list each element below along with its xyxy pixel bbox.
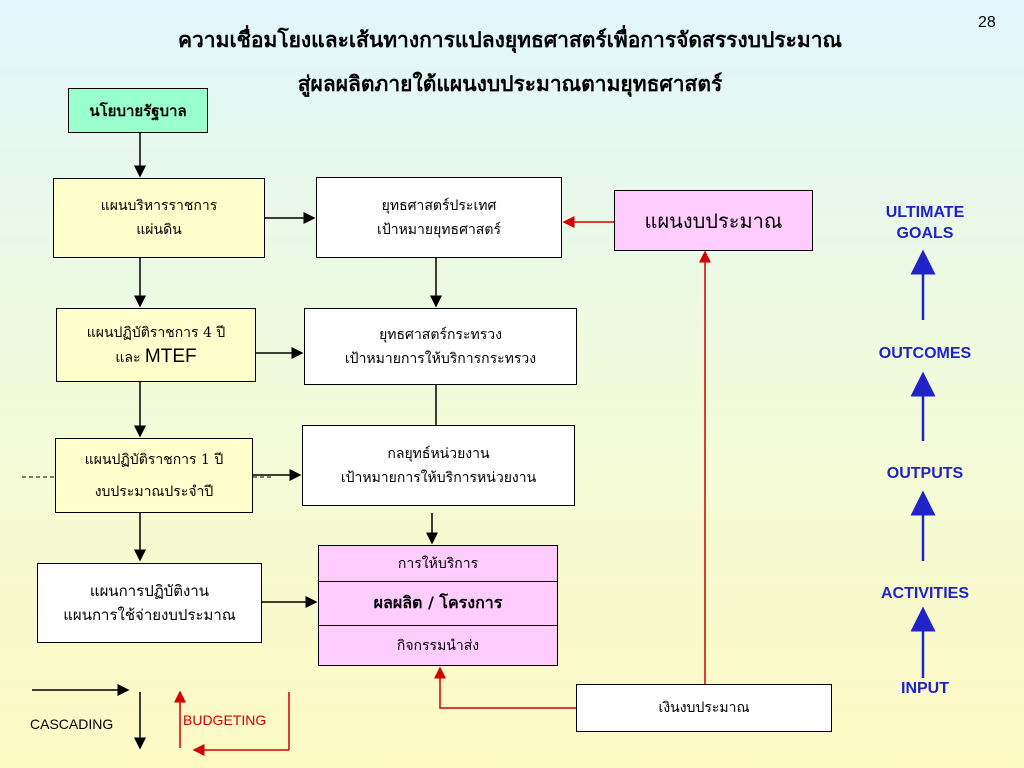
- one-year-plan-box: แผนปฏิบัติราชการ 1 ปี งบประมาณประจำปี: [55, 438, 253, 513]
- four-year-plan-and: และ: [115, 349, 141, 366]
- one-year-plan-line-2: งบประมาณประจำปี: [94, 483, 214, 500]
- action-plan-line-2: แผนการใช้จ่ายงบประมาณ: [63, 606, 236, 624]
- output-project-label: ผลผลิต / โครงการ: [373, 593, 503, 612]
- goal-input: INPUT: [901, 680, 949, 697]
- admin-plan-line-1: แผนบริหารราชการ: [100, 198, 218, 214]
- goal-ultimate-label: ULTIMATE GOALS: [885, 204, 965, 242]
- four-year-plan-box: แผนปฏิบัติราชการ 4 ปี และ MTEF: [56, 308, 256, 382]
- title-line-1: ความเชื่อมโยงและเส้นทางการแปลงยุทธศาสตร์…: [177, 27, 843, 52]
- ministry-strategy-box: ยุทธศาสตร์กระทรวง เป้าหมายการให้บริการกร…: [304, 308, 577, 385]
- national-strategy-box: ยุทธศาสตร์ประเทศ เป้าหมายยุทธศาสตร์: [316, 177, 562, 258]
- policy-box: นโยบายรัฐบาล: [68, 88, 208, 133]
- agency-strategy-box: กลยุทธ์หน่วยงาน เป้าหมายการให้บริการหน่ว…: [302, 425, 575, 506]
- agency-strategy-line-1: กลยุทธ์หน่วยงาน: [387, 445, 490, 462]
- arrow-money-to-output: [434, 666, 576, 709]
- budget-plan-box: แผนงบประมาณ: [614, 190, 813, 251]
- action-plan-box: แผนการปฏิบัติงาน แผนการใช้จ่ายงบประมาณ: [37, 563, 262, 643]
- four-year-plan-mtef: MTEF: [144, 345, 197, 367]
- one-year-plan-line-1: แผนปฏิบัติราชการ 1 ปี: [84, 451, 224, 468]
- output-project-row: ผลผลิต / โครงการ: [319, 582, 557, 626]
- output-group-box: การให้บริการ ผลผลิต / โครงการ กิจกรรมนำส…: [318, 545, 558, 666]
- policy-label: นโยบายรัฐบาล: [89, 101, 187, 120]
- slide-number: 28: [978, 14, 996, 31]
- budget-money-label: เงินงบประมาณ: [658, 700, 750, 716]
- goal-activities: ACTIVITIES: [880, 585, 969, 602]
- national-strategy-line-2: เป้าหมายยุทธศาสตร์: [377, 221, 501, 238]
- agency-strategy-line-2: เป้าหมายการให้บริการหน่วยงาน: [340, 469, 537, 486]
- admin-plan-line-2: แผ่นดิน: [136, 222, 182, 238]
- goal-outputs: OUTPUTS: [886, 465, 964, 482]
- legend-cascading: CASCADING: [30, 716, 114, 732]
- service-row: การให้บริการ: [319, 546, 557, 582]
- ministry-strategy-line-2: เป้าหมายการให้บริการกระทรวง: [344, 350, 537, 367]
- admin-plan-box: แผนบริหารราชการ แผ่นดิน: [53, 178, 265, 258]
- national-strategy-line-1: ยุทธศาสตร์ประเทศ: [381, 197, 497, 214]
- four-year-plan-line-2: และ MTEF: [115, 345, 196, 370]
- title-line-2: สู่ผลผลิตภายใต้แผนงบประมาณตามยุทธศาสตร์: [297, 71, 723, 96]
- budget-plan-label: แผนงบประมาณ: [644, 208, 783, 233]
- goal-ultimate: ULTIMATE GOALS: [855, 202, 995, 244]
- ministry-strategy-line-1: ยุทธศาสตร์กระทรวง: [379, 326, 502, 343]
- service-label: การให้บริการ: [397, 555, 479, 572]
- activities-row: กิจกรรมนำส่ง: [319, 626, 557, 666]
- legend-budgeting: BUDGETING: [183, 712, 267, 728]
- budget-money-box: เงินงบประมาณ: [576, 684, 832, 732]
- action-plan-line-1: แผนการปฏิบัติงาน: [89, 582, 210, 600]
- goal-outcomes: OUTCOMES: [878, 345, 972, 362]
- activities-label: กิจกรรมนำส่ง: [396, 638, 480, 654]
- four-year-plan-line-1: แผนปฏิบัติราชการ 4 ปี: [86, 324, 226, 341]
